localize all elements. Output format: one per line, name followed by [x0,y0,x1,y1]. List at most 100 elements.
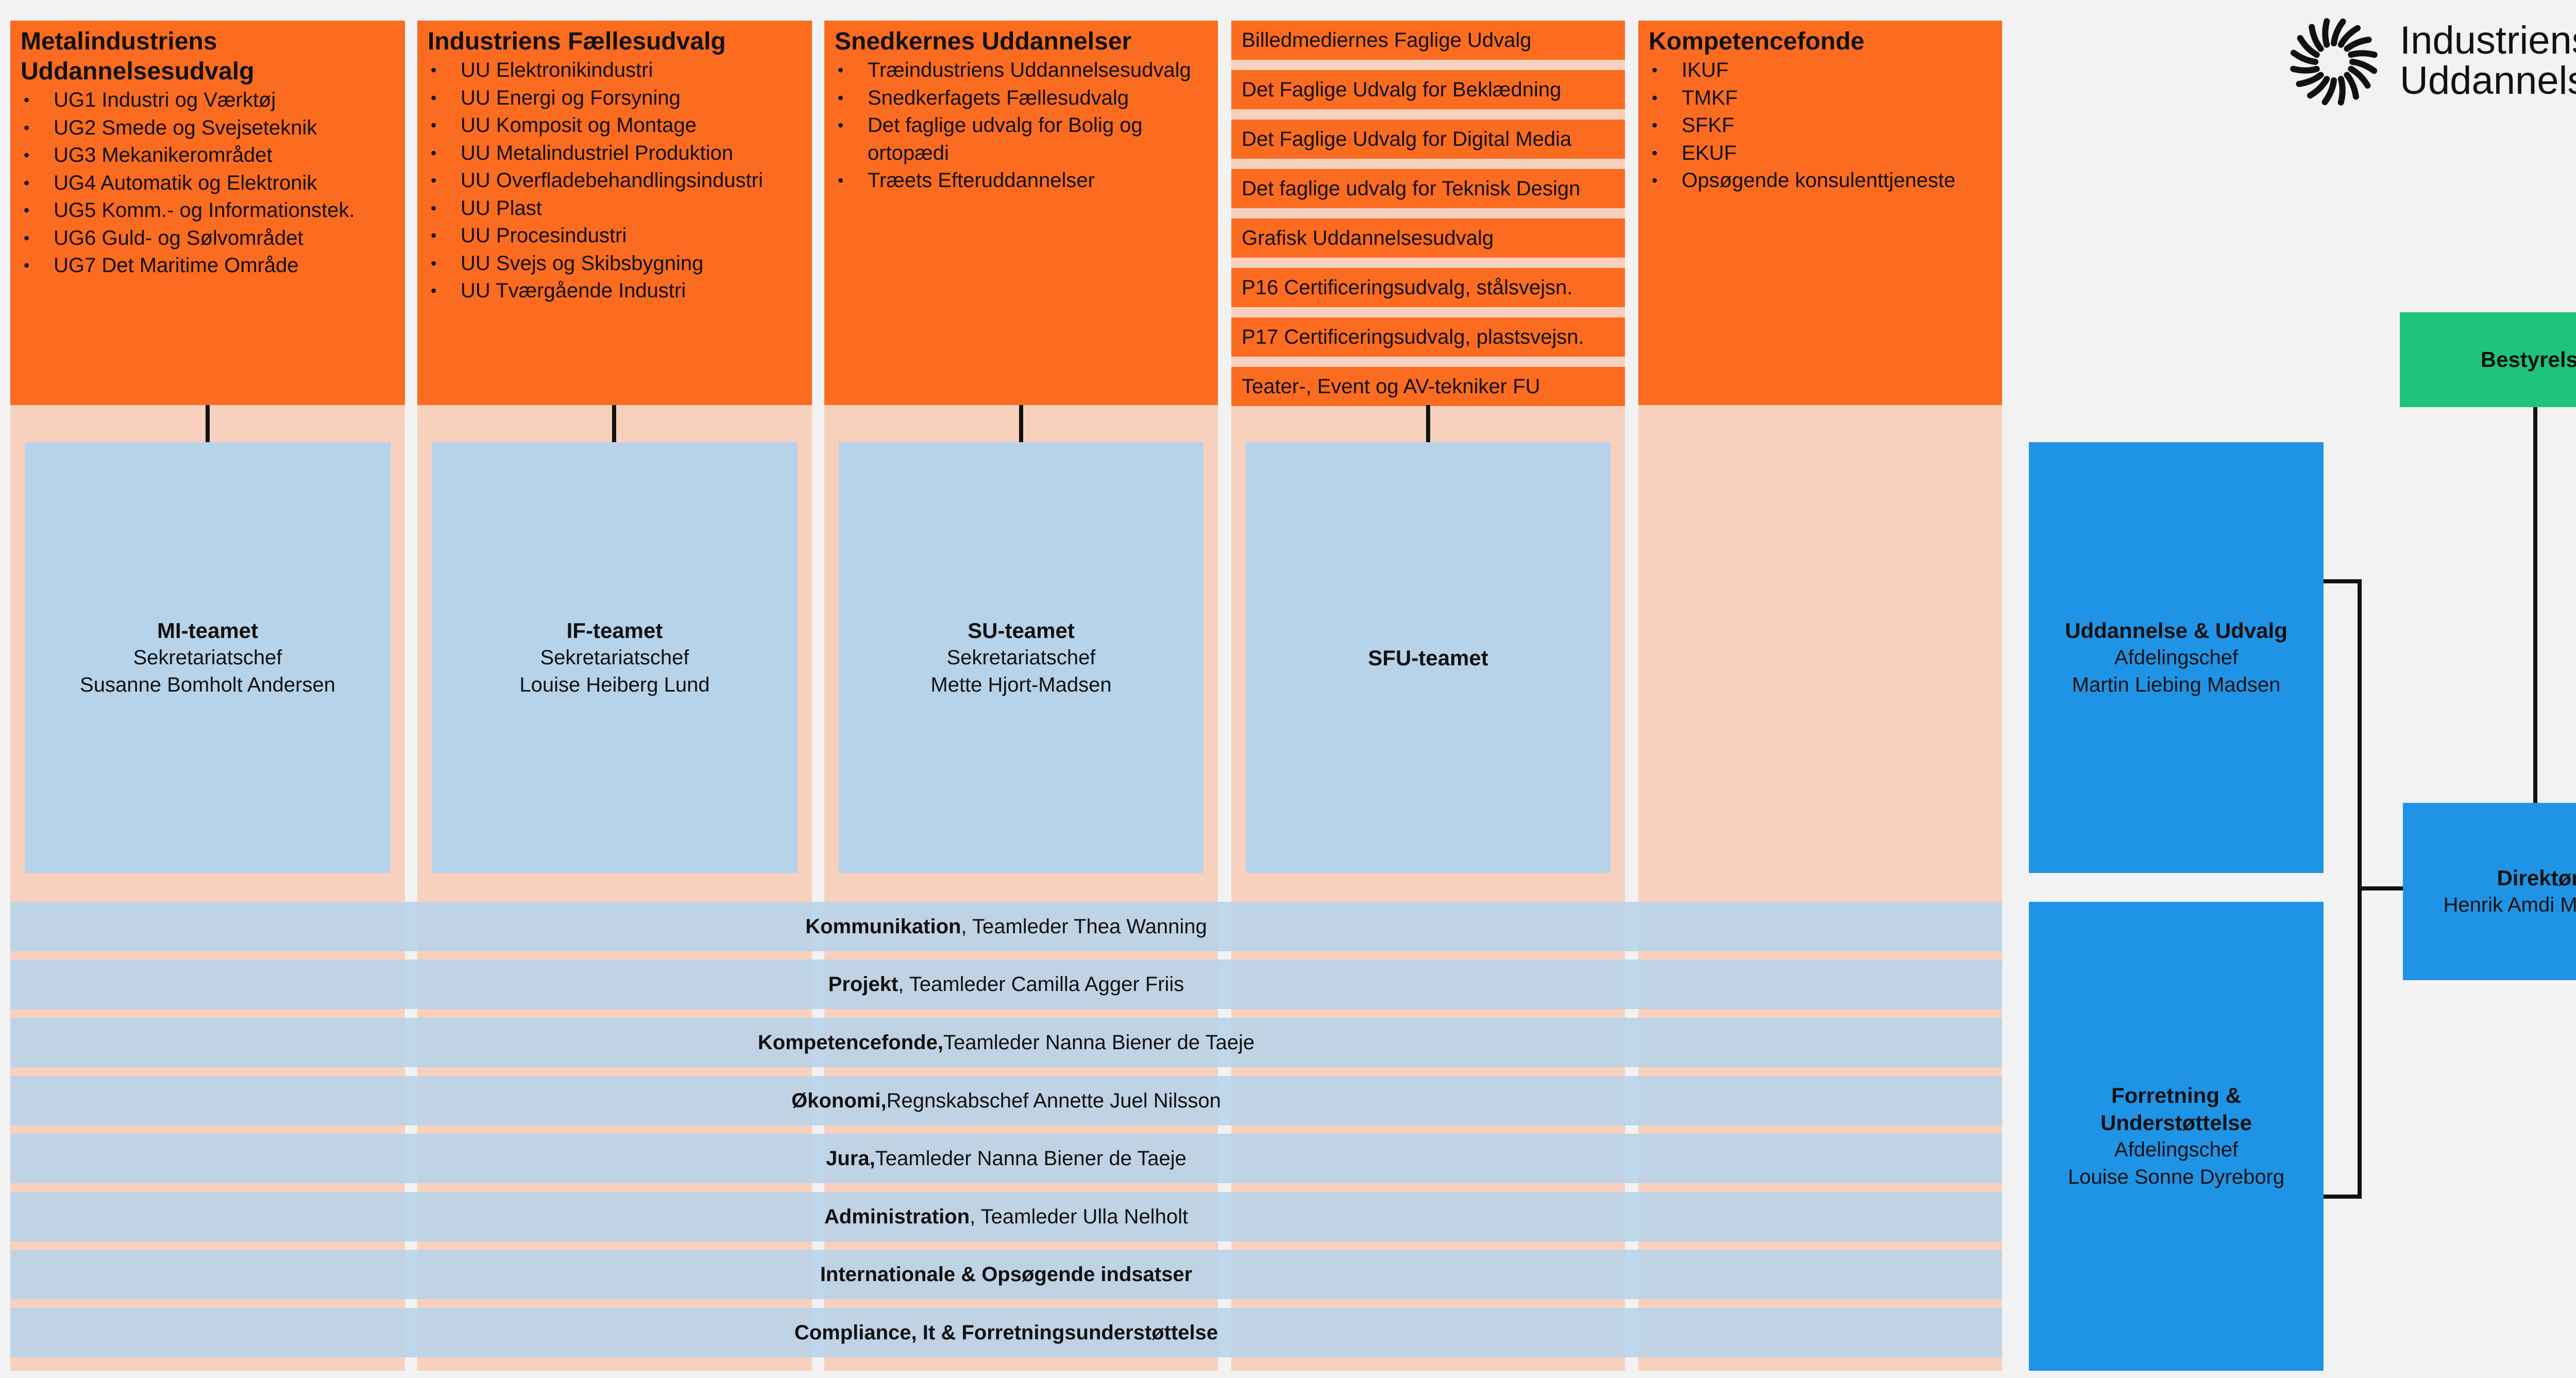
band-title: Jura, [826,1147,875,1170]
band-title: Administration [824,1205,970,1228]
logo-ray [2296,72,2324,87]
list-item: UU Plast [428,195,802,223]
logo-line-2: Uddannelser [2400,59,2576,103]
board-box: Bestyrelse [2400,312,2576,407]
logo-ray [2290,49,2318,65]
list-item: UG6 Guld- og Sølvområdet [21,225,395,253]
sunburst-logo-icon [2290,18,2378,106]
band-title: Økonomi, [791,1089,887,1112]
list-item: Det faglige udvalg for Bolig og ortopædi [835,112,1208,167]
logo-ray [2337,76,2346,106]
band-kompetencefonde: Kompetencefonde, Teamleder Nanna Biener … [10,1018,2002,1067]
committee-chip: Billedmediernes Faglige Udvalg [1231,21,1625,60]
logo-ray [2331,18,2346,46]
team-box-sfu: SFU-teamet [1246,442,1611,873]
header-kf: Kompetencefonde IKUF TMKF SFKF EKUF Opsø… [1638,21,2002,405]
list-item: Træindustriens Uddannelsesudvalg [835,57,1208,85]
band-kommunikation: Kommunikation, Teamleder Thea Wanning [10,902,2002,951]
header-su-title: Snedkernes Uddannelser [835,28,1132,55]
committee-chip: P17 Certificeringsudvalg, plastsvejsn. [1231,317,1625,357]
logo-ray [2290,65,2320,74]
header-if: Industriens Fællesudvalg UU Elektronikin… [417,21,812,405]
logo: Industriens Uddannelser [2287,12,2576,110]
list-item: UU Procesindustri [428,222,802,250]
band-internationale: Internationale & Opsøgende indsatser [10,1250,2002,1299]
connector-if [612,405,616,442]
band-title: Kommunikation [805,915,961,938]
committee-chip: Grafisk Uddannelsesudvalg [1231,219,1625,258]
department-person: Louise Sonne Dyreborg [2067,1166,2285,1188]
list-item: UU Energi og Forsyning [428,85,802,112]
committee-chip: P16 Certificeringsudvalg, stålsvejsn. [1231,268,1625,307]
header-mi-list: UG1 Industri og Værktøj UG2 Smede og Sve… [21,87,395,280]
list-item: UU Overfladebehandlingsindustri [428,167,802,195]
band-detail: , Teamleder Ulla Nelholt [970,1205,1189,1228]
header-kf-list: IKUF TMKF SFKF EKUF Opsøgende konsulentt… [1649,57,1992,195]
logo-ray [2348,65,2371,89]
director-person: Henrik Amdi Madsen [2443,894,2576,916]
header-mi-title: Metalindustriens Uddannelsesudvalg [21,28,255,85]
department-role: Afdelingschef [2114,646,2239,669]
bracket-to-director [2358,886,2403,890]
committee-chip: Teater-, Event og AV-tekniker FU [1231,367,1625,406]
band-detail: Regnskabschef Annette Juel Nilsson [886,1089,1221,1112]
list-item: Snedkerfagets Fællesudvalg [835,85,1208,112]
list-item: IKUF [1649,57,1992,85]
list-item: UG5 Komm.- og Informationstek. [21,197,395,225]
committee-chip: Det faglige udvalg for Teknisk Design [1231,169,1625,208]
department-forretning-understottelse: Forretning & Understøttelse Afdelingsche… [2029,902,2324,1371]
team-role: Sekretariatschef [540,646,689,669]
band-title: Internationale & Opsøgende indsatser [820,1263,1193,1286]
logo-ray [2349,59,2378,74]
team-name: SU-teamet [968,618,1075,643]
logo-ray [2337,25,2361,48]
band-compliance: Compliance, It & Forretningsunderstøttel… [10,1308,2002,1357]
logo-line-1: Industriens [2400,19,2576,62]
list-item: UU Metalindustriel Produktion [428,140,802,167]
connector-board-director [2533,407,2537,803]
list-item: UU Elektronikindustri [428,57,802,85]
team-name: SFU-teamet [1368,645,1488,670]
list-item: UG1 Industri og Værktøj [21,87,395,114]
band-administration: Administration, Teamleder Ulla Nelholt [10,1192,2002,1241]
list-item: UU Svejs og Skibsbygning [428,250,802,278]
department-role: Afdelingschef [2114,1138,2239,1161]
logo-text: Industriens Uddannelser [2400,21,2576,101]
team-person: Louise Heiberg Lund [519,673,710,696]
connector-mi [206,405,210,442]
team-box-su: SU-teamet Sekretariatschef Mette Hjort-M… [839,442,1204,873]
list-item: UU Tværgående Industri [428,277,802,305]
header-if-list: UU Elektronikindustri UU Energi og Forsy… [428,57,802,305]
committee-chip: Det Faglige Udvalg for Digital Media [1231,120,1625,159]
header-if-title: Industriens Fællesudvalg [428,28,726,55]
department-person: Martin Liebing Madsen [2072,673,2281,696]
bracket-bottom [2324,1195,2362,1199]
band-okonomi: Økonomi, Regnskabschef Annette Juel Nils… [10,1076,2002,1125]
band-detail: Teamleder Nanna Biener de Taeje [943,1031,1255,1054]
list-item: TMKF [1649,85,1992,112]
band-title: Compliance, It & Forretningsunderstøttel… [794,1321,1218,1344]
list-item: Træets Efteruddannelser [835,167,1208,195]
logo-ray [2307,76,2330,99]
logo-ray [2297,35,2320,58]
team-role: Sekretariatschef [946,646,1096,669]
director-box: Direktør Henrik Amdi Madsen [2403,803,2576,980]
header-mi: Metalindustriens Uddannelsesudvalg UG1 I… [10,21,405,405]
list-item: SFKF [1649,112,1992,140]
team-name: IF-teamet [566,618,663,643]
department-name: Uddannelse & Udvalg [2065,618,2287,643]
band-detail: , Teamleder Thea Wanning [961,915,1207,938]
team-person: Susanne Bomholt Andersen [80,673,335,696]
logo-ray [2309,24,2324,52]
team-box-mi: MI-teamet Sekretariatschef Susanne Bomho… [25,442,391,873]
list-item: UG4 Automatik og Elektronik [21,170,395,197]
logo-ray [2344,72,2359,100]
team-person: Mette Hjort-Madsen [930,673,1112,696]
band-detail: , Teamleder Camilla Agger Friis [898,972,1184,996]
list-item: UG3 Mekanikerområdet [21,142,395,170]
bracket-top [2324,579,2362,583]
logo-ray [2348,50,2378,58]
list-item: EKUF [1649,140,1992,167]
committee-chip: Det Faglige Udvalg for Beklædning [1231,70,1625,109]
director-title: Direktør [2497,866,2576,890]
